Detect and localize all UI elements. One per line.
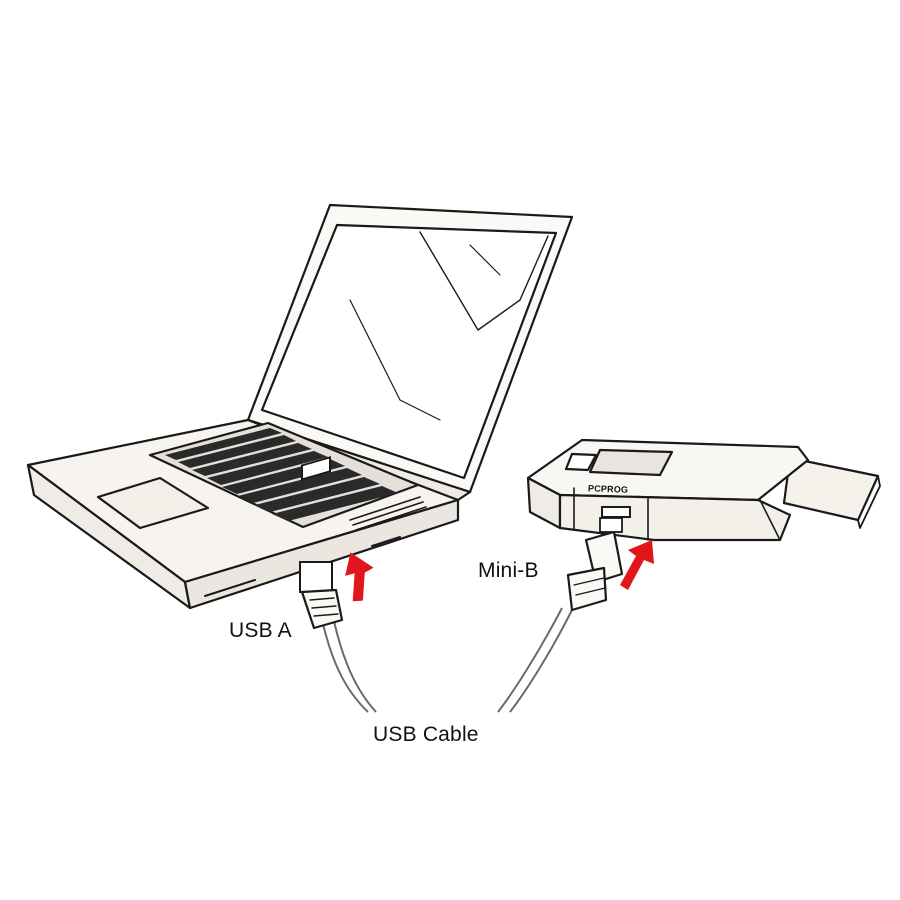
laptop-icon [26, 203, 574, 713]
vent-grille [349, 496, 427, 531]
usb-a-plug [299, 561, 344, 630]
usb-a-label: USB A [229, 619, 292, 642]
mini-b-plug [566, 517, 624, 612]
usb-cable-label: USB Cable [373, 723, 479, 746]
device-marking-label: PCPROG [587, 483, 629, 495]
arrow-up-icon [620, 540, 654, 590]
usb-dongle-icon [497, 438, 881, 713]
mini-b-label: Mini-B [478, 559, 539, 582]
arrow-up-icon [345, 552, 374, 602]
